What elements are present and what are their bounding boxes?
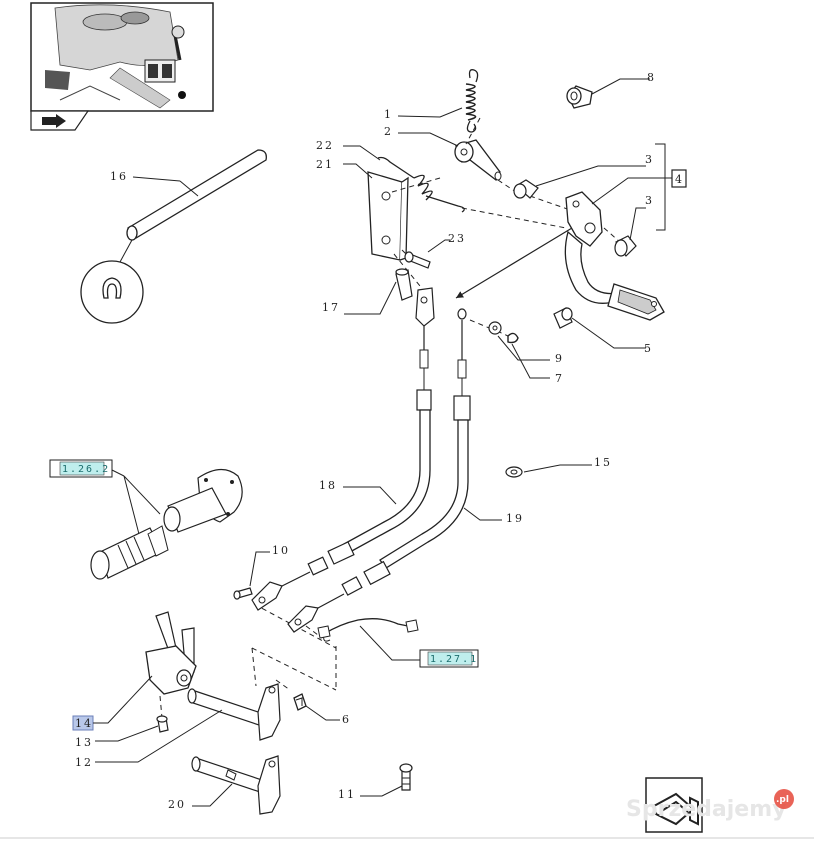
part-12-lever-shaft (187, 646, 337, 741)
label-9: 9 (555, 352, 564, 365)
label-8: 8 (647, 71, 656, 84)
part-23-bolt (404, 251, 431, 269)
reference-a-text: 1.26.2 (62, 464, 110, 475)
label-10: 10 (272, 544, 290, 557)
part-10-pin (233, 587, 253, 600)
watermark-brand: Sprzedajemy (626, 797, 787, 822)
part-8-cap (566, 85, 593, 109)
label-3-upper: 3 (645, 153, 654, 166)
part-4-pedal (564, 191, 665, 321)
watermark-suffix: .pl (776, 795, 789, 805)
label-15: 15 (594, 456, 612, 469)
label-23: 23 (448, 232, 466, 245)
wire-harness (317, 618, 419, 642)
part-19-cable (287, 308, 471, 633)
label-22: 22 (316, 139, 334, 152)
label-7: 7 (555, 372, 564, 385)
label-17: 17 (322, 301, 340, 314)
part-5-stop-bolt (553, 307, 573, 329)
watermark: Sprzedajemy .pl (626, 789, 794, 822)
reference-box-a: 1.26.2 (49, 459, 113, 478)
label-2: 2 (384, 125, 393, 138)
label-16: 16 (110, 170, 128, 183)
label-13: 13 (75, 736, 93, 749)
part-14-shift-fork (145, 611, 197, 695)
label-6: 6 (342, 713, 351, 726)
label-19: 19 (506, 512, 524, 525)
part-18-cable (251, 287, 435, 611)
part-3-bushing-lower (614, 235, 637, 257)
reference-box-b: 1.27.1 (419, 649, 479, 668)
label-11: 11 (338, 788, 356, 801)
part-3-bushing-upper (513, 179, 539, 199)
next-page-icon[interactable] (645, 777, 703, 833)
view-flag-icon (30, 110, 90, 131)
label-12: 12 (75, 756, 93, 769)
part-2-pin (454, 139, 502, 181)
part-1-spring (465, 69, 479, 133)
part-16-rod (80, 149, 267, 324)
part-17-clevis-pin (395, 268, 413, 301)
part-20-lever-shaft (191, 755, 281, 815)
part-13-screw (156, 715, 169, 733)
label-20: 20 (168, 798, 186, 811)
label-4: 4 (675, 173, 684, 186)
reference-b-text: 1.27.1 (430, 654, 478, 665)
shaft-housing-assembly (90, 468, 243, 580)
part-6-clip (293, 693, 307, 711)
part-9-washer (488, 321, 502, 335)
label-18: 18 (319, 479, 337, 492)
label-14: 14 (75, 717, 93, 730)
part-11-bolt (399, 763, 413, 791)
location-thumbnail (30, 2, 214, 112)
part-15-nut (505, 466, 523, 478)
label-5: 5 (644, 342, 653, 355)
label-1: 1 (384, 108, 393, 121)
label-3-lower: 3 (645, 194, 654, 207)
label-21: 21 (316, 158, 334, 171)
part-21-bracket (367, 171, 409, 261)
part-7-clip (507, 332, 519, 344)
